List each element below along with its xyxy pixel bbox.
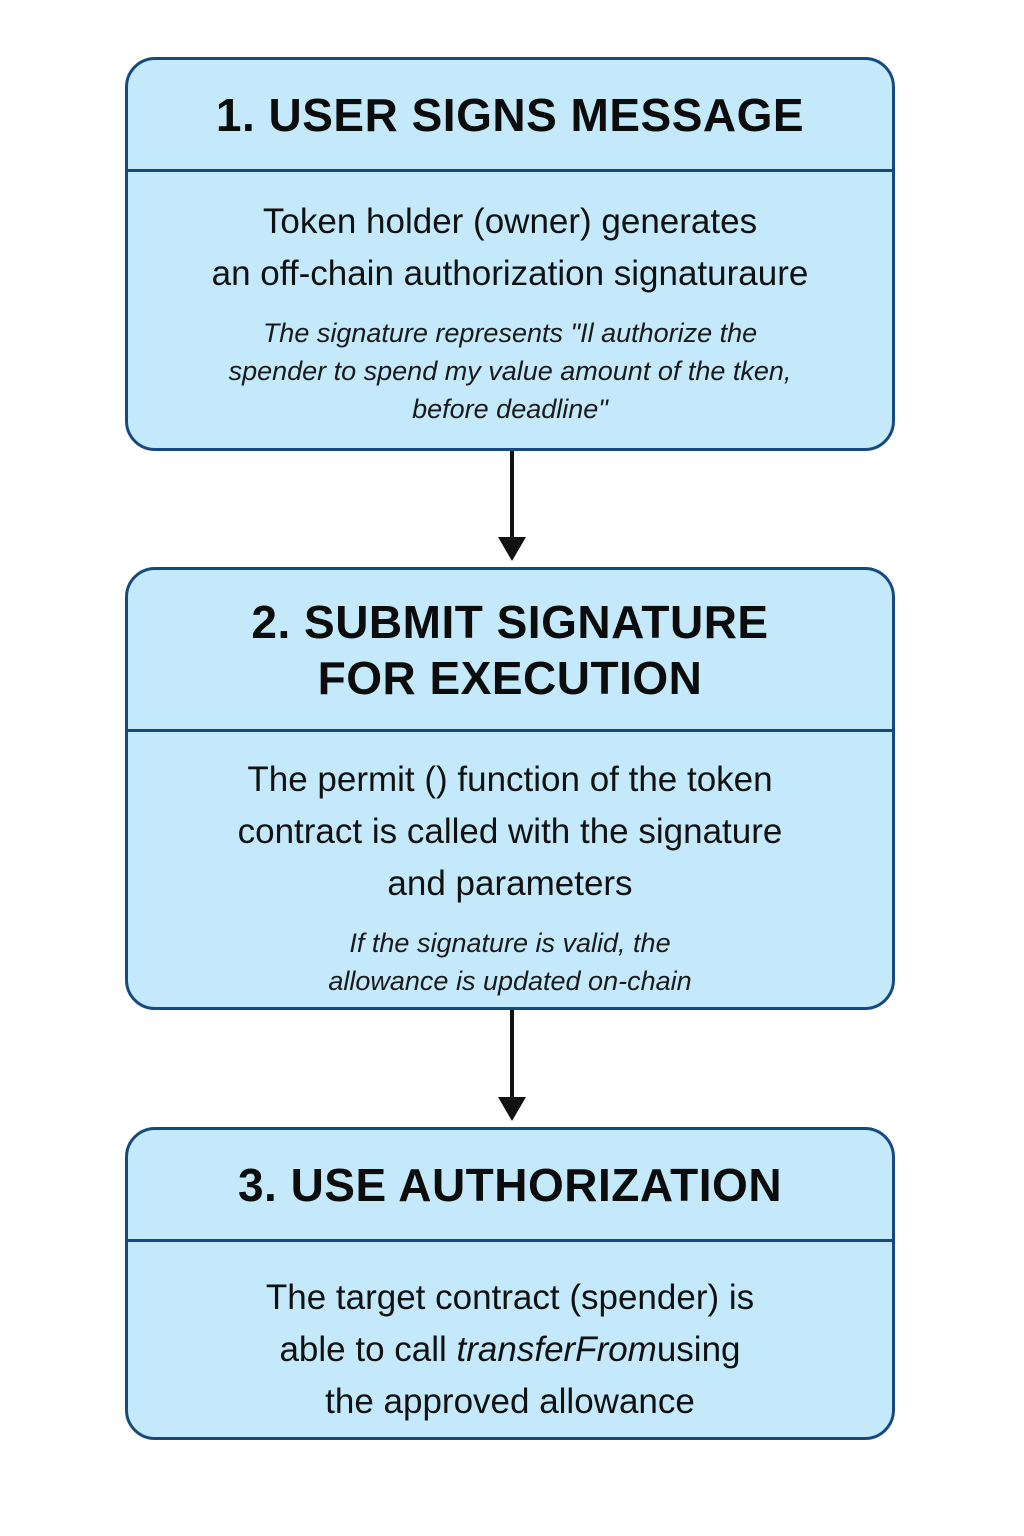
- step-1-box: 1. USER SIGNS MESSAGE Token holder (owne…: [125, 57, 895, 451]
- step-2-body: The permit () function of the token cont…: [128, 732, 892, 1000]
- step-3-description-line: The target contract (spender) is: [265, 1278, 755, 1317]
- step-1-note: The signature represents "Il authorize t…: [148, 314, 872, 428]
- step-2-description-line: contract is called with the signature: [237, 812, 783, 851]
- step-2-description-line: and parameters: [387, 864, 633, 903]
- step-2-note-line: If the signature is valid, the: [349, 928, 671, 958]
- step-3-description-line: the approved allowance: [325, 1382, 695, 1421]
- step-3-description-text: able to call: [279, 1330, 457, 1369]
- step-3-description-text: using: [656, 1330, 741, 1369]
- step-2-description: The permit () function of the token cont…: [148, 754, 872, 910]
- step-1-body: Token holder (owner) generates an off-ch…: [128, 172, 892, 428]
- step-1-description: Token holder (owner) generates an off-ch…: [148, 196, 872, 300]
- step-2-box: 2. SUBMIT SIGNATURE FOR EXECUTION The pe…: [125, 567, 895, 1010]
- step-1-title-text: 1. USER SIGNS MESSAGE: [215, 88, 805, 141]
- step-2-title-line: 2. SUBMIT SIGNATURE: [251, 595, 769, 648]
- step-3-box: 3. USE AUTHORIZATION The target contract…: [125, 1127, 895, 1440]
- step-3-title-text: 3. USE AUTHORIZATION: [237, 1158, 783, 1211]
- step-2-note: If the signature is valid, the allowance…: [148, 924, 872, 1000]
- step-2-description-line: The permit () function of the token: [247, 760, 773, 799]
- step-1-description-line: an off-chain authorization signaturaure: [211, 254, 809, 293]
- step-2-title-line: FOR EXECUTION: [317, 651, 703, 704]
- step-1-note-line: spender to spend my value amount of the …: [228, 356, 792, 386]
- step-1-note-line: before deadline": [412, 394, 608, 424]
- step-2-title: 2. SUBMIT SIGNATURE FOR EXECUTION: [128, 570, 892, 732]
- step-1-description-line: Token holder (owner) generates: [262, 202, 758, 241]
- step-3-description-line: able to call transferFromusing: [148, 1324, 872, 1376]
- step-2-note-line: allowance is updated on-chain: [328, 966, 692, 996]
- down-arrow-icon: [498, 1010, 526, 1121]
- step-1-note-line: The signature represents "Il authorize t…: [262, 318, 758, 348]
- down-arrow-icon: [498, 451, 526, 561]
- step-1-title: 1. USER SIGNS MESSAGE: [128, 60, 892, 172]
- step-3-title: 3. USE AUTHORIZATION: [128, 1130, 892, 1242]
- transferfrom-function-name: transferFrom: [456, 1330, 657, 1369]
- step-3-description: The target contract (spender) is able to…: [148, 1272, 872, 1428]
- step-3-body: The target contract (spender) is able to…: [128, 1242, 892, 1428]
